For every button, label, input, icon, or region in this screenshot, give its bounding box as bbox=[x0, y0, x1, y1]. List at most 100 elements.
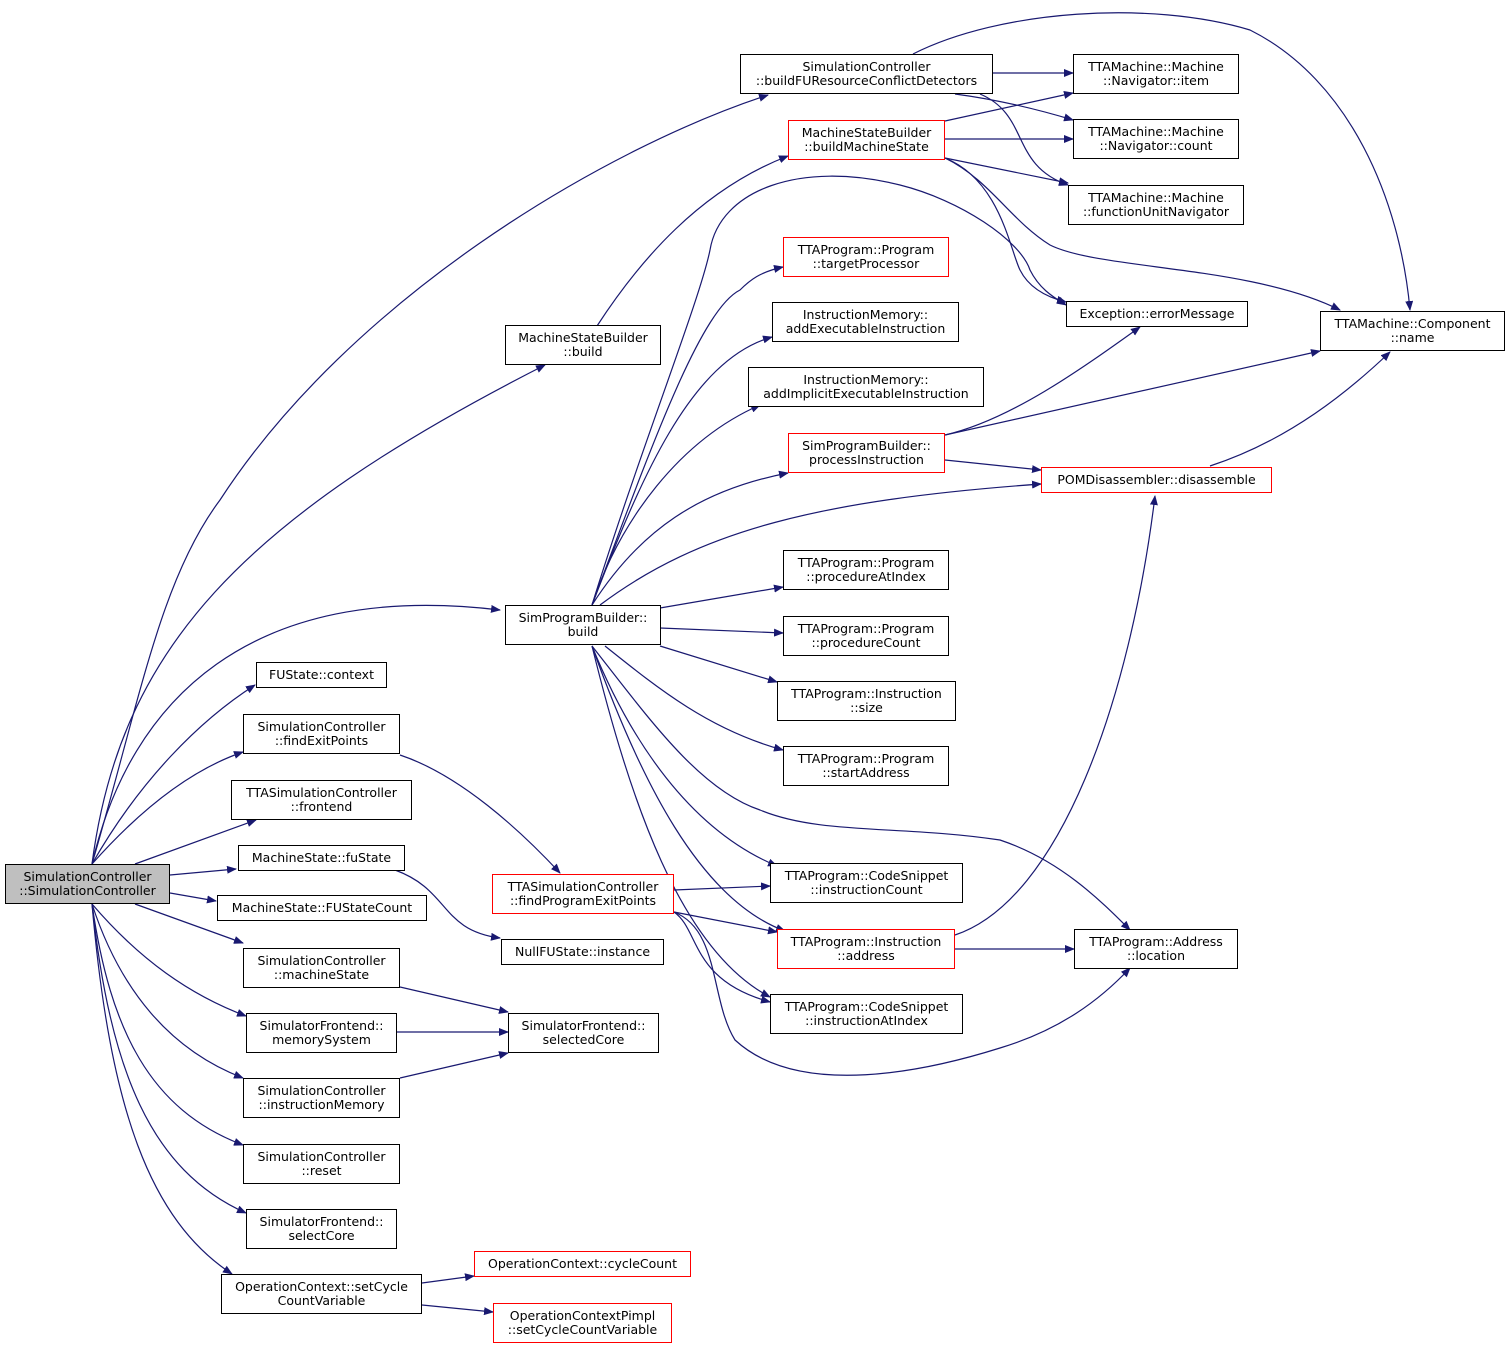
edge-procInstr-errMsg bbox=[944, 326, 1141, 436]
node-memory-system[interactable]: SimulatorFrontend::memorySystem bbox=[246, 1013, 397, 1053]
node-fu-state-context[interactable]: FUState::context bbox=[256, 662, 387, 688]
node-component-name[interactable]: TTAMachine::Component::name bbox=[1320, 311, 1505, 351]
edge-root-frontend bbox=[134, 819, 257, 865]
node-label-line1: TTAMachine::Component bbox=[1334, 315, 1491, 331]
edge-buildFU-navCount bbox=[954, 93, 1074, 122]
edge-spbBuild-instrCountCS bbox=[591, 645, 778, 867]
node-null-fu-state-instance[interactable]: NullFUState::instance bbox=[501, 939, 664, 965]
node-function-unit-navigator[interactable]: TTAMachine::Machine::functionUnitNavigat… bbox=[1068, 185, 1244, 225]
node-label-line1: TTAProgram::Instruction bbox=[791, 685, 942, 701]
edge-msbBuild-buildMS bbox=[596, 155, 789, 327]
node-process-instruction[interactable]: SimProgramBuilder::processInstruction bbox=[788, 433, 945, 473]
node-label-line1: OperationContext::cycleCount bbox=[487, 1255, 678, 1271]
node-label-line1: TTASimulationController bbox=[507, 878, 659, 894]
node-select-core[interactable]: SimulatorFrontend::selectCore bbox=[246, 1209, 397, 1249]
node-label-line2: ::SimulationController bbox=[19, 883, 156, 898]
node-fu-state-count[interactable]: MachineState::FUStateCount bbox=[217, 895, 427, 921]
node-label-line1: TTAProgram::Program bbox=[797, 241, 935, 257]
edge-root-reset bbox=[91, 903, 244, 1146]
node-label-line2: ::setCycleCountVariable bbox=[507, 1322, 658, 1337]
node-selected-core[interactable]: SimulatorFrontend::selectedCore bbox=[508, 1013, 659, 1053]
node-instruction-size[interactable]: TTAProgram::Instruction::size bbox=[777, 681, 956, 721]
node-label-line2: ::findProgramExitPoints bbox=[509, 893, 657, 908]
node-label-line2: ::buildMachineState bbox=[804, 139, 929, 154]
node-label-line2: processInstruction bbox=[809, 452, 924, 467]
node-label-line1: TTAMachine::Machine bbox=[1088, 123, 1224, 139]
node-label-line2: ::startAddress bbox=[822, 765, 910, 780]
edge-root-selectCore bbox=[91, 903, 247, 1214]
node-label-line1: NullFUState::instance bbox=[514, 943, 651, 959]
node-label-line1: MachineState::FUStateCount bbox=[231, 899, 413, 915]
node-address-location[interactable]: TTAProgram::Address::location bbox=[1074, 929, 1238, 969]
node-label-line2: memorySystem bbox=[272, 1032, 371, 1047]
edge-findProgExit-instrAtIdx bbox=[673, 911, 771, 1004]
node-simulationcontroller-ctor[interactable]: SimulationController::SimulationControll… bbox=[5, 864, 170, 904]
node-procedure-count[interactable]: TTAProgram::Program::procedureCount bbox=[783, 616, 949, 656]
node-build-machine-state[interactable]: MachineStateBuilder::buildMachineState bbox=[788, 120, 945, 160]
node-frontend[interactable]: TTASimulationController::frontend bbox=[231, 780, 412, 820]
node-label-line1: SimProgramBuilder:: bbox=[518, 609, 648, 625]
node-instruction-memory[interactable]: SimulationController::instructionMemory bbox=[243, 1078, 400, 1118]
edge-instrMem-selCore bbox=[399, 1051, 509, 1079]
edge-spbBuild-addExec bbox=[591, 335, 773, 606]
node-label-line1: TTAProgram::Address bbox=[1089, 933, 1223, 949]
edge-spbBuild-startAddr bbox=[604, 645, 784, 752]
node-add-implicit-executable-instruction[interactable]: InstructionMemory::addImplicitExecutable… bbox=[748, 367, 984, 407]
node-navigator-item[interactable]: TTAMachine::Machine::Navigator::item bbox=[1073, 54, 1239, 94]
node-label-line2: ::findExitPoints bbox=[274, 733, 369, 748]
node-label-line2: build bbox=[567, 624, 599, 639]
edge-root-machineState bbox=[134, 903, 244, 944]
node-procedure-at-index[interactable]: TTAProgram::Program::procedureAtIndex bbox=[783, 550, 949, 590]
node-target-processor[interactable]: TTAProgram::Program::targetProcessor bbox=[783, 237, 949, 277]
edge-spbBuild-instrSize bbox=[659, 645, 778, 684]
node-label-line1: OperationContext::setCycle bbox=[235, 1278, 408, 1294]
edge-instrAddr-pomDis bbox=[954, 495, 1158, 936]
edge-spbBuild-errMsg bbox=[591, 175, 1067, 606]
node-machine-state-builder-build[interactable]: MachineStateBuilder::build bbox=[505, 325, 661, 365]
node-sim-program-builder-build[interactable]: SimProgramBuilder::build bbox=[505, 605, 661, 645]
node-cycle-count[interactable]: OperationContext::cycleCount bbox=[474, 1251, 691, 1277]
node-label-line2: addImplicitExecutableInstruction bbox=[763, 386, 969, 401]
node-label-line1: Exception::errorMessage bbox=[1079, 305, 1235, 321]
edge-pomDis-compName bbox=[1209, 351, 1391, 467]
node-label-line1: MachineStateBuilder bbox=[518, 329, 648, 345]
edge-root-instrMem bbox=[91, 903, 244, 1079]
node-pimpl-set-cycle-count-variable[interactable]: OperationContextPimpl::setCycleCountVari… bbox=[493, 1303, 672, 1343]
node-label-line1: InstructionMemory:: bbox=[803, 371, 929, 387]
edge-setCycle-pimplSet bbox=[421, 1304, 494, 1316]
edge-procInstr-pomDis bbox=[944, 459, 1042, 474]
edge-root-fuCtx bbox=[91, 684, 256, 865]
edge-spbBuild-procAt bbox=[659, 584, 784, 609]
node-label-line1: SimulationController bbox=[802, 58, 931, 74]
edge-spbBuild-targetProc bbox=[591, 265, 784, 606]
node-label-line2: ::machineState bbox=[273, 967, 370, 982]
edge-root-memSys bbox=[91, 903, 247, 1017]
node-instruction-address[interactable]: TTAProgram::Instruction::address bbox=[777, 929, 955, 969]
node-label-line1: SimulationController bbox=[257, 1148, 386, 1164]
node-machine-state-fu-state[interactable]: MachineState::fuState bbox=[238, 845, 405, 871]
node-label-line1: MachineState::fuState bbox=[251, 849, 392, 865]
node-machine-state[interactable]: SimulationController::machineState bbox=[243, 948, 400, 988]
node-reset[interactable]: SimulationController::reset bbox=[243, 1144, 400, 1184]
node-label-line1: SimProgramBuilder:: bbox=[802, 437, 931, 453]
node-exception-error-message[interactable]: Exception::errorMessage bbox=[1066, 301, 1248, 327]
edge-spbBuild-instrAddr bbox=[591, 645, 786, 932]
node-add-executable-instruction[interactable]: InstructionMemory::addExecutableInstruct… bbox=[772, 302, 959, 342]
node-find-exit-points[interactable]: SimulationController::findExitPoints bbox=[243, 714, 400, 754]
node-pom-disassembler-disassemble[interactable]: POMDisassembler::disassemble bbox=[1041, 467, 1272, 493]
node-label-line1: TTAProgram::Instruction bbox=[790, 933, 942, 949]
node-instruction-at-index[interactable]: TTAProgram::CodeSnippet::instructionAtIn… bbox=[770, 994, 963, 1034]
node-label-line2: ::instructionCount bbox=[810, 882, 923, 897]
node-find-program-exit-points[interactable]: TTASimulationController::findProgramExit… bbox=[492, 874, 674, 914]
node-label-line1: TTAProgram::CodeSnippet bbox=[784, 867, 949, 883]
node-navigator-count[interactable]: TTAMachine::Machine::Navigator::count bbox=[1073, 119, 1239, 159]
node-build-fu-resource-conflict-detectors[interactable]: SimulationController::buildFUResourceCon… bbox=[740, 54, 993, 94]
node-label-line2: ::procedureAtIndex bbox=[806, 569, 926, 584]
node-label-line2: ::functionUnitNavigator bbox=[1082, 204, 1230, 219]
node-instruction-count[interactable]: TTAProgram::CodeSnippet::instructionCoun… bbox=[770, 863, 963, 903]
edge-spbBuild-procInstr bbox=[591, 470, 789, 606]
node-start-address[interactable]: TTAProgram::Program::startAddress bbox=[783, 746, 949, 786]
node-label-line2: ::buildFUResourceConflictDetectors bbox=[755, 73, 978, 88]
